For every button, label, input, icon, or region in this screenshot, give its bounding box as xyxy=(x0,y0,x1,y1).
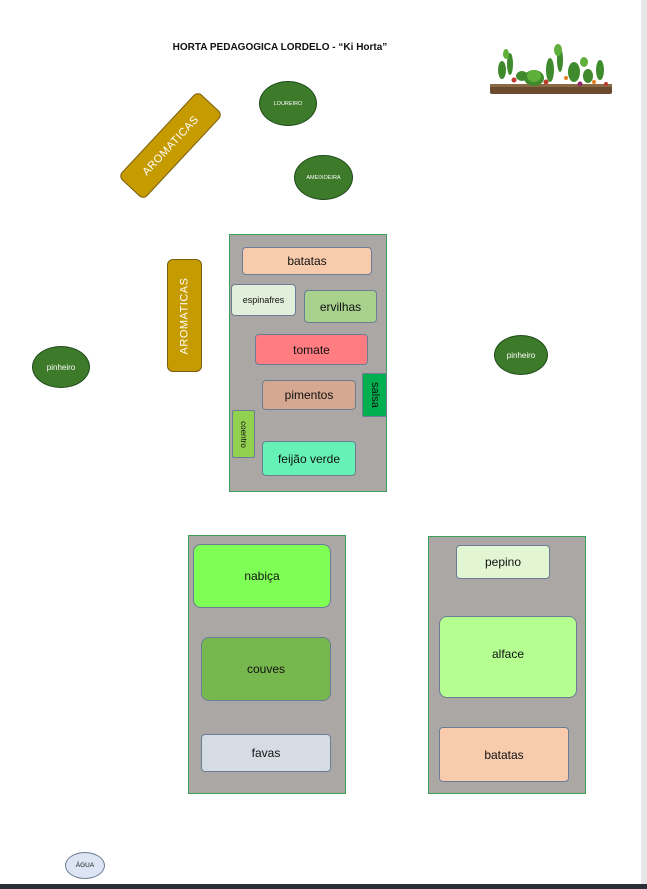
crop-alface: alface xyxy=(439,616,577,698)
page-edge xyxy=(641,0,647,889)
crop-salsa: salsa xyxy=(362,373,387,417)
aromatics-bed-diagonal: AROMATICAS xyxy=(117,90,224,201)
crop-ervilhas: ervilhas xyxy=(304,290,377,323)
tree-ameixoeira: AMEIXOEIRA xyxy=(294,155,353,200)
vegetable-garden-logo-icon xyxy=(490,44,612,94)
water-point: ÁGUA xyxy=(65,852,105,879)
aromatics-label: AROMATICAS xyxy=(178,277,191,354)
tree-pinheiro-right: pinheiro xyxy=(494,335,548,375)
crop-couves: couves xyxy=(201,637,331,701)
tree-pinheiro-left: pinheiro xyxy=(32,346,90,388)
crop-salsa-label: salsa xyxy=(368,382,381,408)
tree-loureiro: LOUREIRO xyxy=(259,81,317,126)
crop-coentro-label: coentro xyxy=(239,420,248,448)
aromatics-bed-vertical: AROMATICAS xyxy=(167,259,202,372)
window-bottom-bar xyxy=(0,884,647,889)
page-title: HORTA PEDAGOGICA LORDELO - “Ki Horta” xyxy=(172,42,388,53)
crop-batatas-right: batatas xyxy=(439,727,569,782)
crop-coentro: coentro xyxy=(232,410,255,458)
crop-tomate: tomate xyxy=(255,334,368,365)
aromatics-label: AROMATICAS xyxy=(139,113,202,178)
crop-pepino: pepino xyxy=(456,545,550,579)
crop-favas: favas xyxy=(201,734,331,772)
crop-pimentos: pimentos xyxy=(262,380,356,410)
crop-nabica: nabiça xyxy=(193,544,331,608)
crop-espinafres: espinafres xyxy=(231,284,296,316)
crop-batatas: batatas xyxy=(242,247,372,275)
crop-feijao-verde: feijão verde xyxy=(262,441,356,476)
